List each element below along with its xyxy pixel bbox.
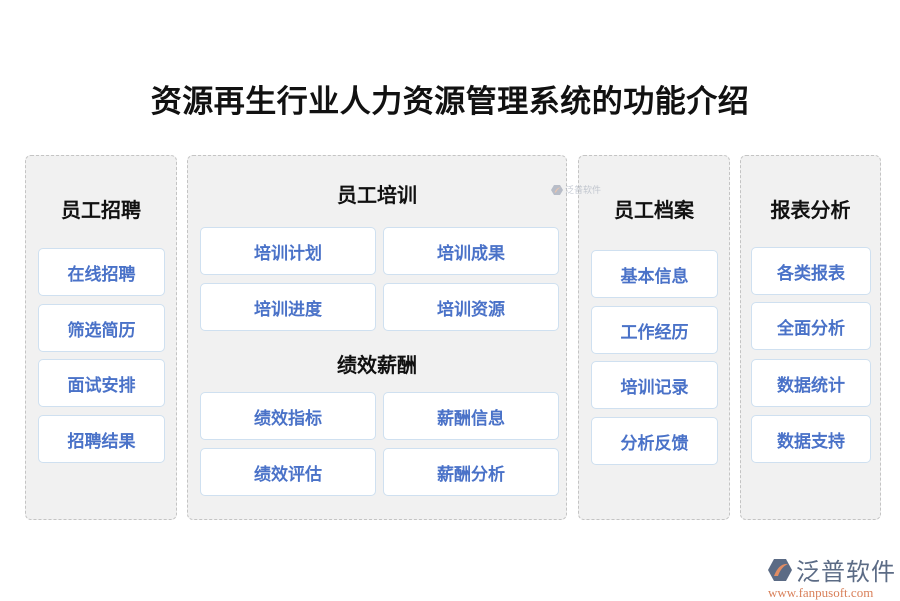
item-comprehensive-analysis: 全面分析	[751, 302, 871, 350]
panel-title-performance: 绩效薪酬	[337, 353, 417, 377]
item-training-plan: 培训计划	[200, 227, 376, 275]
item-training-records: 培训记录	[591, 361, 718, 409]
item-work-experience: 工作经历	[591, 306, 718, 354]
item-data-support: 数据支持	[751, 415, 871, 463]
item-interview-scheduling: 面试安排	[38, 359, 165, 407]
item-performance-indicators: 绩效指标	[200, 392, 376, 440]
panel-title-recruitment: 员工招聘	[61, 198, 141, 222]
item-various-reports: 各类报表	[751, 247, 871, 295]
page-title: 资源再生行业人力资源管理系统的功能介绍	[150, 84, 750, 120]
panel-training-performance: 员工培训 培训计划 培训成果 培训进度 培训资源 绩效薪酬 绩效指标 薪酬信息 …	[187, 155, 567, 520]
item-basic-info: 基本信息	[591, 250, 718, 298]
item-online-recruitment: 在线招聘	[38, 248, 165, 296]
panel-title-reports: 报表分析	[770, 198, 851, 222]
panel-reports: 报表分析 各类报表 全面分析 数据统计 数据支持	[740, 155, 881, 520]
item-data-statistics: 数据统计	[751, 359, 871, 407]
fanpu-logo-icon	[768, 558, 792, 581]
panel-recruitment: 员工招聘 在线招聘 筛选简历 面试安排 招聘结果	[25, 155, 177, 520]
item-analysis-feedback: 分析反馈	[591, 417, 718, 465]
brand-url: www.fanpusoft.com	[768, 585, 874, 600]
item-salary-analysis: 薪酬分析	[383, 448, 559, 496]
item-resume-screening: 筛选简历	[38, 304, 165, 352]
item-salary-info: 薪酬信息	[383, 392, 559, 440]
item-recruitment-results: 招聘结果	[38, 415, 165, 463]
fanpu-logo-icon	[551, 184, 563, 195]
brand-logo: 泛普软件 www.fanpusoft.com	[768, 552, 896, 601]
item-performance-evaluation: 绩效评估	[200, 448, 376, 496]
watermark-small: 泛普软件	[551, 183, 601, 196]
panel-title-records: 员工档案	[614, 198, 694, 222]
panel-title-training: 员工培训	[337, 183, 417, 207]
item-training-progress: 培训进度	[200, 283, 376, 331]
panel-records: 员工档案 基本信息 工作经历 培训记录 分析反馈	[578, 155, 730, 520]
watermark-small-text: 泛普软件	[565, 186, 602, 196]
brand-name: 泛普软件	[796, 558, 896, 586]
item-training-results: 培训成果	[383, 227, 559, 275]
item-training-resources: 培训资源	[383, 283, 559, 331]
